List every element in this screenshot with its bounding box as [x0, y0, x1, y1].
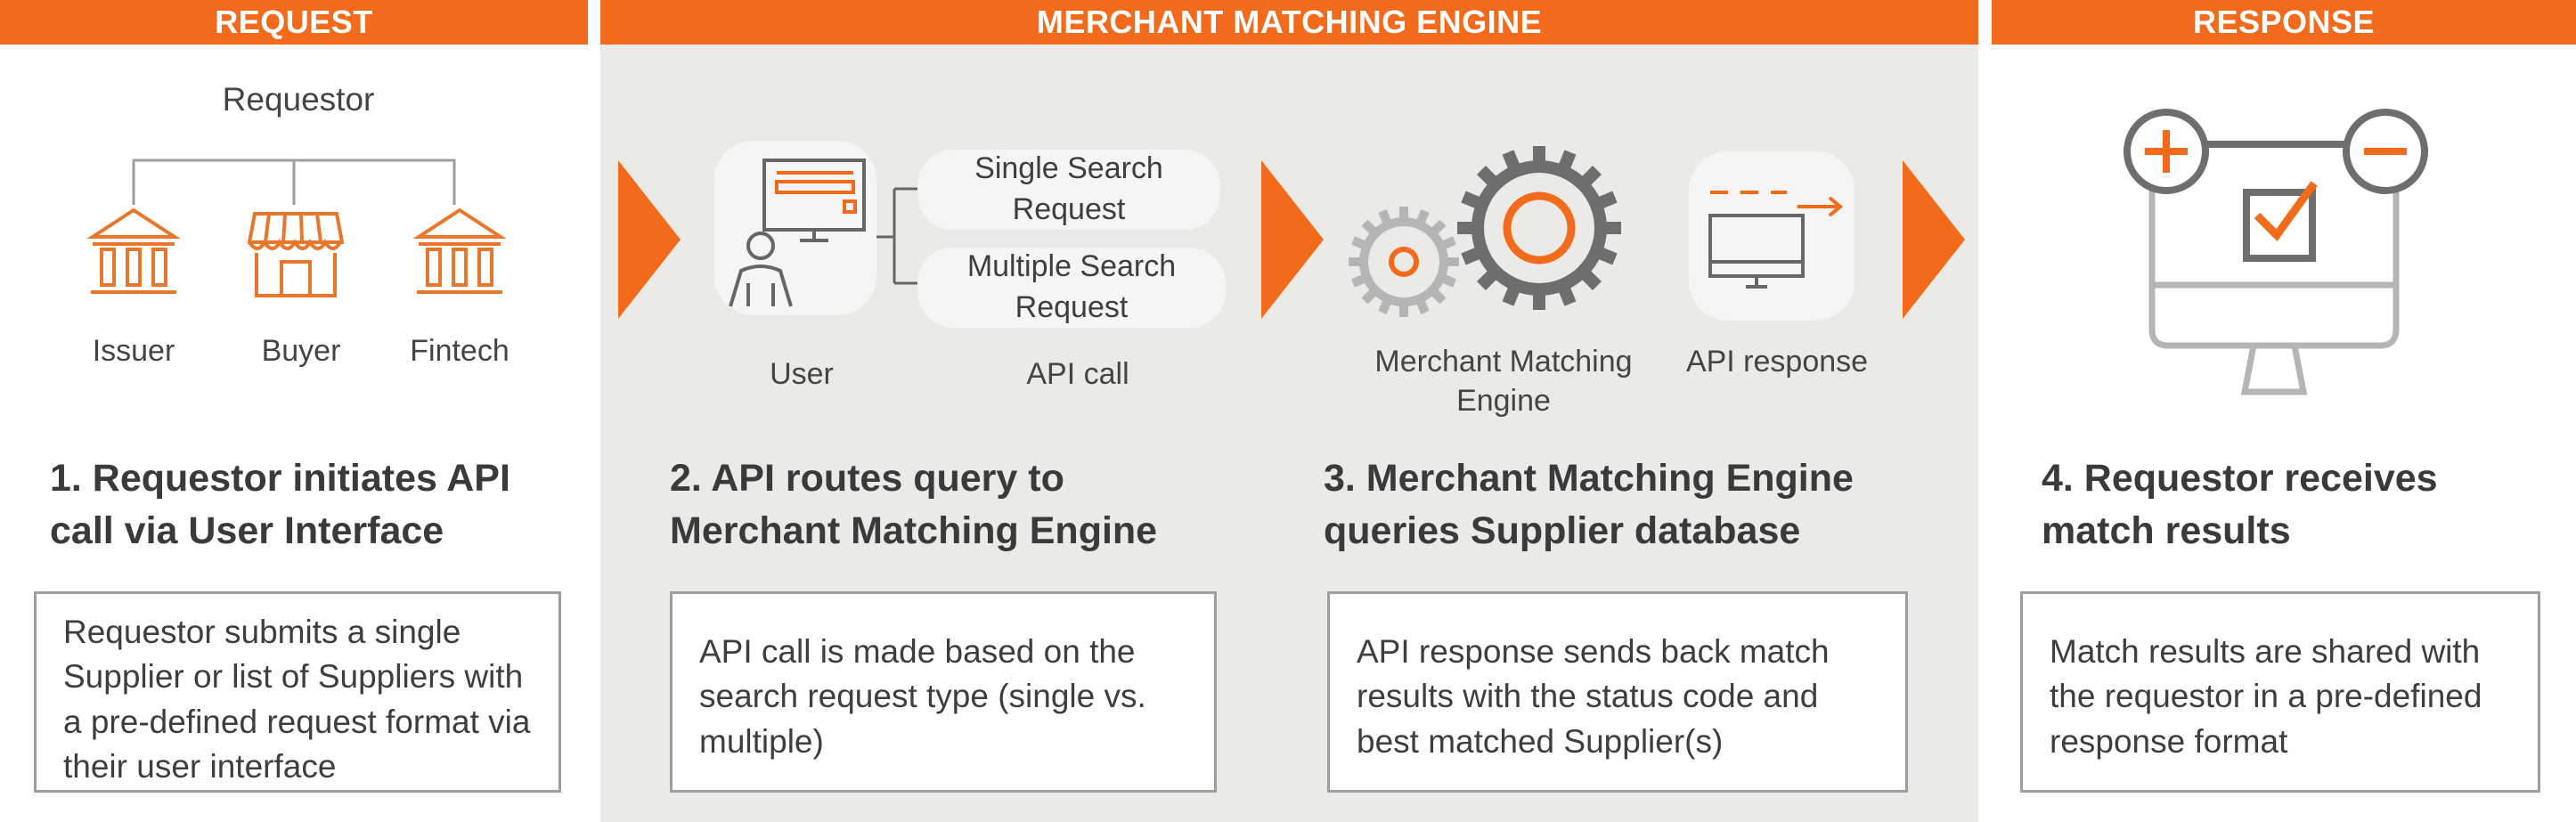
api-call-label: API call: [1026, 357, 1129, 391]
step-3-heading: 3. Merchant Matching Engine queries Supp…: [1324, 457, 1854, 553]
requestor-label: Requestor: [222, 81, 375, 118]
fintech-bank-icon: [412, 208, 507, 294]
api-response-monitor-icon: [1708, 191, 1844, 289]
entity-label-fintech: Fintech: [410, 334, 509, 368]
step-2-description-box: API call is made based on the search req…: [670, 591, 1217, 793]
step-4-description: Match results are shared with the reques…: [2050, 633, 2482, 760]
step-2-heading: 2. API routes query to Merchant Matching…: [670, 457, 1158, 553]
section-bar-request: REQUEST: [0, 0, 588, 45]
single-search-request-pill: Single Search Request: [917, 150, 1220, 230]
section-title-request: REQUEST: [215, 4, 373, 40]
request-branch-connector: [876, 187, 917, 285]
entity-label-issuer: Issuer: [92, 334, 175, 368]
flow-arrow-1: [618, 160, 681, 319]
flow-arrow-3: [1903, 160, 1965, 319]
step-3-description-box: API response sends back match results wi…: [1327, 591, 1908, 793]
bank-icon: [86, 208, 181, 294]
section-title-engine: MERCHANT MATCHING ENGINE: [1036, 4, 1543, 40]
section-bar-engine: MERCHANT MATCHING ENGINE: [600, 0, 1978, 45]
single-search-request-text: Single Search Request: [974, 151, 1163, 226]
api-response-icon-tile: [1689, 151, 1855, 321]
flow-arrow-2: [1261, 160, 1324, 319]
step-1-heading: 1. Requestor initiates API call via User…: [50, 457, 510, 553]
section-bar-response: RESPONSE: [1992, 0, 2576, 45]
multiple-search-request-pill: Multiple Search Request: [917, 248, 1226, 328]
merchant-matching-engine-label: Merchant Matching Engine: [1374, 345, 1633, 419]
gears-icon: [1349, 146, 1621, 317]
user-label: User: [770, 357, 834, 391]
step-2-description: API call is made based on the search req…: [699, 633, 1146, 760]
step-1-description-box: Requestor submits a single Supplier or l…: [34, 591, 561, 793]
step-1-description: Requestor submits a single Supplier or l…: [63, 614, 531, 785]
api-response-label: API response: [1685, 345, 1869, 378]
multiple-search-request-text: Multiple Search Request: [966, 249, 1177, 324]
requestor-tree-connector: [132, 159, 456, 205]
monitor-checkmark-icon: [2124, 109, 2428, 395]
section-title-response: RESPONSE: [2192, 4, 2376, 40]
user-at-computer-icon: [729, 159, 866, 307]
shop-icon: [247, 212, 345, 297]
step-4-description-box: Match results are shared with the reques…: [2020, 591, 2540, 793]
entity-label-buyer: Buyer: [261, 334, 341, 368]
step-3-description: API response sends back match results wi…: [1357, 633, 1830, 760]
step-4-heading: 4. Requestor receives match results: [2042, 457, 2438, 553]
